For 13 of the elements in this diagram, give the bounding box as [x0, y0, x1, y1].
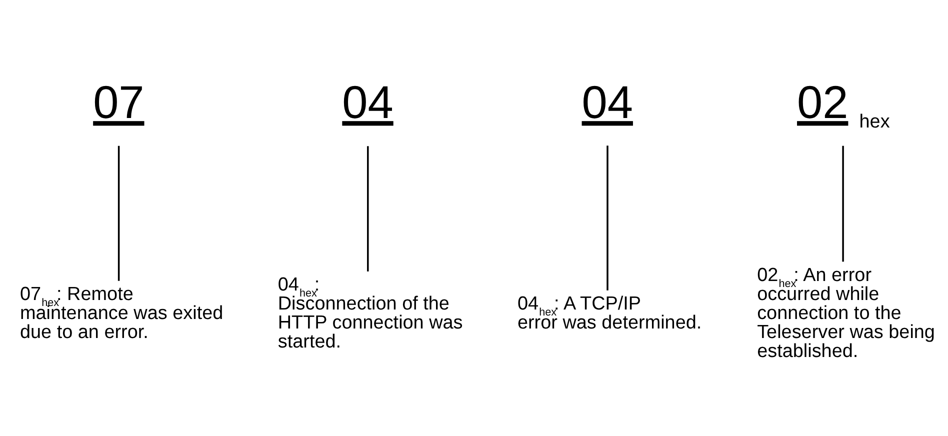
node-text: 04$_{hex}$: A TCP/IP error was determined.: [516, 294, 702, 334]
node-text: 07: [92, 76, 144, 128]
connector: [842, 146, 844, 262]
node-text: 07$_{hex}$: Remote maintenance was exited due to an error.: [19, 284, 223, 344]
node-text: 04: [342, 76, 393, 128]
node-text: 02$_{hex}$: An error occurred while connection to the Teleserver was being established.: [756, 265, 934, 362]
node-text: 02: [796, 76, 848, 128]
node-text: 04: [581, 76, 632, 128]
node-text: 04$_{hex}$: Disconnection of the HTTP connection was started.: [277, 274, 462, 353]
connector: [366, 146, 368, 272]
connector: [117, 146, 120, 281]
node-label: hex: [858, 112, 890, 133]
connector: [606, 146, 608, 290]
